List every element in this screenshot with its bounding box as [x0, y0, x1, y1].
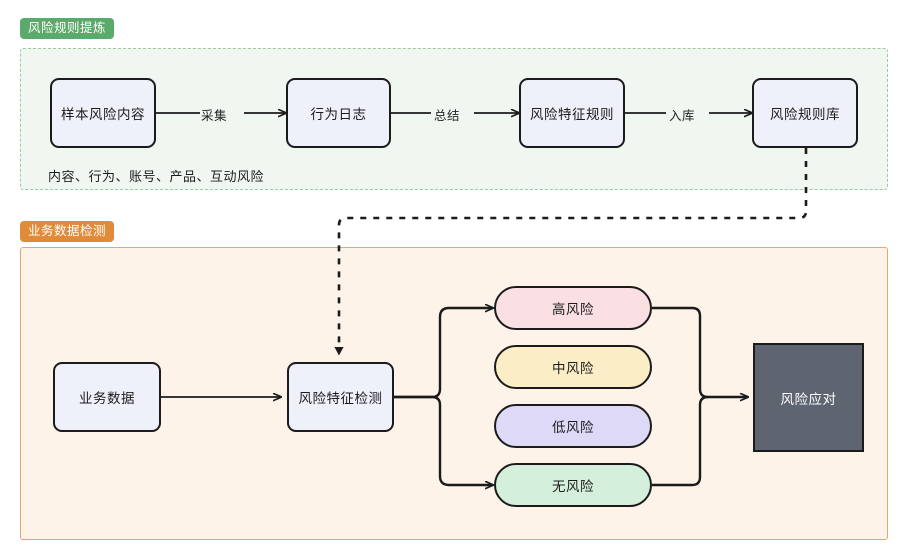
pill-high-risk[interactable]: 高风险 — [494, 286, 652, 330]
node-behavior-log[interactable]: 行为日志 — [286, 78, 391, 148]
group-tag-business-data-detection: 业务数据检测 — [20, 221, 115, 242]
node-business-data[interactable]: 业务数据 — [53, 362, 161, 432]
pill-no-risk[interactable]: 无风险 — [494, 463, 652, 507]
caption-risk-types: 内容、行为、账号、产品、互动风险 — [48, 169, 265, 184]
edge-label-summarize: 总结 — [434, 109, 461, 123]
pill-low-risk[interactable]: 低风险 — [494, 404, 652, 448]
group-tag-risk-rule-extraction: 风险规则提炼 — [20, 18, 115, 39]
node-risk-rule-library[interactable]: 风险规则库 — [752, 78, 858, 148]
node-risk-feature-rule[interactable]: 风险特征规则 — [519, 78, 625, 148]
pill-medium-risk[interactable]: 中风险 — [494, 345, 652, 389]
node-sample-risk-content[interactable]: 样本风险内容 — [50, 78, 156, 148]
edge-label-collect: 采集 — [201, 109, 228, 123]
edge-label-store: 入库 — [669, 109, 696, 123]
node-risk-feature-detection[interactable]: 风险特征检测 — [287, 362, 394, 432]
node-risk-response[interactable]: 风险应对 — [753, 343, 864, 452]
